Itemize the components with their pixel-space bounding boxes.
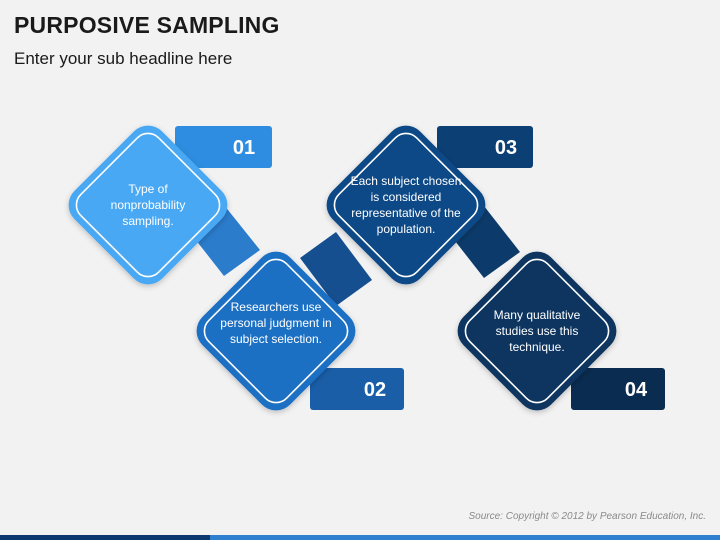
step-tab-01: 01 xyxy=(175,126,272,168)
step-tab-04: 04 xyxy=(571,368,665,410)
step-diamond-03-outline xyxy=(333,132,479,278)
step-diamond-04 xyxy=(457,251,617,411)
step-diamond-01-outline xyxy=(75,132,221,278)
step-diamond-03 xyxy=(326,125,486,285)
step-number-03: 03 xyxy=(495,137,517,159)
step-number-04: 04 xyxy=(625,379,648,401)
step-diamond-04-shape xyxy=(457,251,617,411)
step-tab-03-box xyxy=(437,126,533,168)
step-tab-02-box xyxy=(310,368,404,410)
step-tab-01-box xyxy=(175,126,272,168)
step-tab-02: 02 xyxy=(310,368,404,410)
number-tabs: 01 02 03 04 xyxy=(175,126,665,410)
step-number-01: 01 xyxy=(233,137,255,159)
step-diamond-01 xyxy=(68,125,228,285)
bottom-bar-light-segment xyxy=(210,535,720,540)
source-citation: Source: Copyright © 2012 by Pearson Educ… xyxy=(468,511,706,522)
step-text-02: Researchers use personal judgment in sub… xyxy=(220,300,332,346)
connector-2-3 xyxy=(300,232,372,306)
step-text-01: Type of nonprobability sampling. xyxy=(110,182,186,228)
step-diamond-01-shape xyxy=(68,125,228,285)
step-diamond-02-outline xyxy=(203,258,349,404)
step-tab-03: 03 xyxy=(437,126,533,168)
step-diamond-02-shape xyxy=(196,251,356,411)
step-text-04: Many qualitative studies use this techni… xyxy=(493,308,581,354)
page-subtitle: Enter your sub headline here xyxy=(14,49,233,68)
step-diamond-02 xyxy=(196,251,356,411)
step-diamond-03-shape xyxy=(326,125,486,285)
step-number-02: 02 xyxy=(364,379,386,401)
step-tab-04-box xyxy=(571,368,665,410)
bottom-bar-dark-segment xyxy=(0,535,210,540)
step-diamond-04-outline xyxy=(464,258,610,404)
page-title: PURPOSIVE SAMPLING xyxy=(14,12,280,38)
step-text-03: Each subject chosen is considered repres… xyxy=(350,174,462,236)
diamonds xyxy=(68,125,617,411)
bottom-accent-bar xyxy=(0,535,720,540)
